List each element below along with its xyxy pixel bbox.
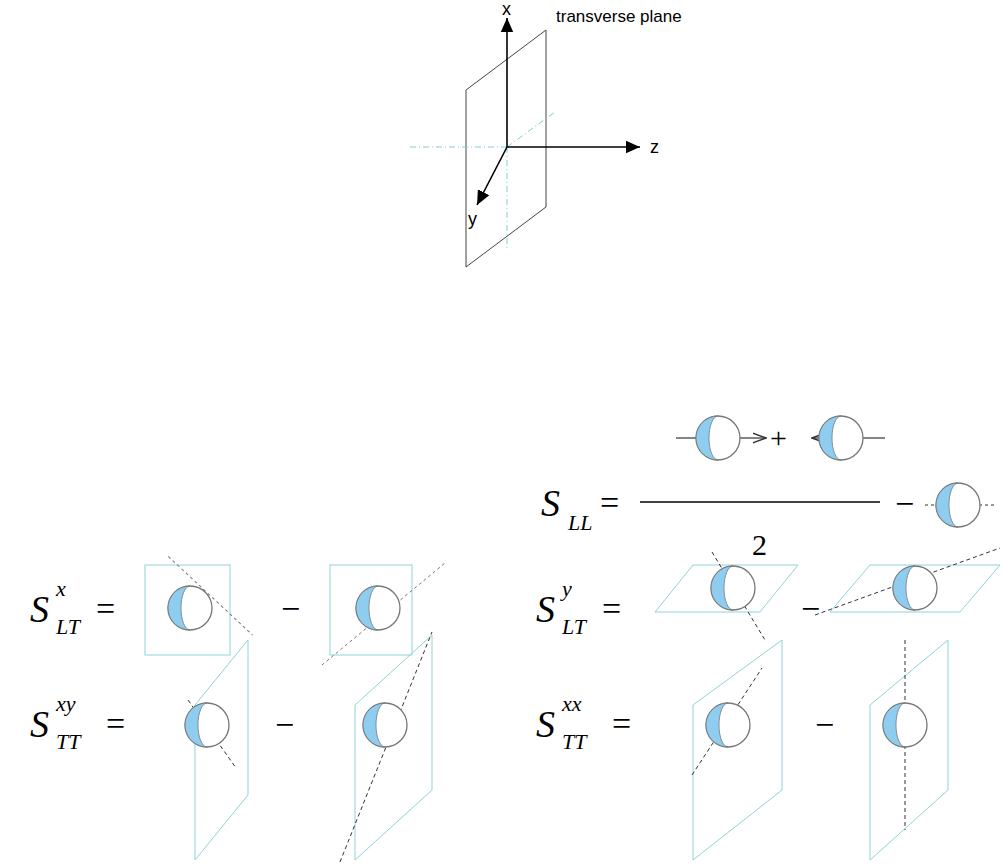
superscript: x xyxy=(56,578,66,600)
minus-sign: − xyxy=(275,708,294,742)
slt-y-figure xyxy=(655,548,1000,640)
axes xyxy=(410,18,640,267)
minus-sign: − xyxy=(815,708,834,742)
superscript: xx xyxy=(562,693,582,715)
symbol: S xyxy=(536,705,555,743)
equals-sign: = xyxy=(106,707,125,741)
symbol: S xyxy=(541,484,560,522)
minus-sign: − xyxy=(281,592,300,626)
superscript: y xyxy=(562,578,572,600)
slt-x-figure xyxy=(145,556,445,665)
superscript: xy xyxy=(56,693,76,715)
axis-label: z xyxy=(650,138,659,156)
symbol: S xyxy=(30,590,49,628)
plus-sign: + xyxy=(770,423,787,453)
equals-sign: = xyxy=(600,486,619,520)
subscript: LL xyxy=(568,512,592,534)
equals-sign: = xyxy=(96,592,115,626)
stt-xx-figure xyxy=(692,640,948,860)
subscript: TT xyxy=(56,731,80,753)
subscript: LT xyxy=(562,616,586,638)
equals-sign: = xyxy=(602,592,621,626)
denominator: 2 xyxy=(752,530,767,560)
symbol: S xyxy=(30,705,49,743)
plane-label: transverse plane xyxy=(556,8,682,25)
axis-label: y xyxy=(468,210,477,228)
minus-sign: − xyxy=(895,487,914,521)
equals-sign: = xyxy=(612,707,631,741)
subscript: LT xyxy=(56,616,80,638)
stt-xy-figure xyxy=(185,632,432,862)
axis-label: x xyxy=(502,0,511,18)
symbol: S xyxy=(536,590,555,628)
subscript: TT xyxy=(562,731,586,753)
minus-sign: − xyxy=(801,592,820,626)
sll-figure xyxy=(640,416,997,527)
